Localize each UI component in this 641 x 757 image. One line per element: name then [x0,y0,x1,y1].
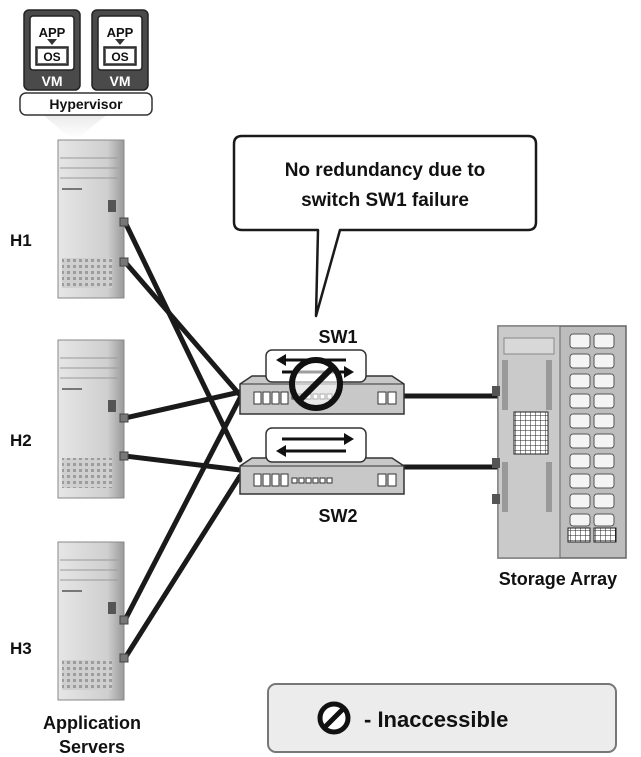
hypervisor-label: Hypervisor [49,96,123,112]
arrows-icon [282,437,346,453]
servers-caption-line2: Servers [59,737,125,757]
arrow-down-icon [115,39,125,45]
disk-drives [569,333,615,527]
vm-1: APP OS VM [23,9,81,91]
prohibited-icon [289,357,343,411]
switch-sw1 [239,349,405,415]
switch-sw2-top [265,427,367,463]
cables [122,219,503,661]
cable-h2-sw2 [122,453,243,473]
cable-h2-sw1 [122,389,243,421]
vm1-os-label: OS [43,50,60,64]
vm-stack: APP OS VM APP OS VM Hypervisor [19,9,153,138]
vm2-os-label: OS [111,50,128,64]
storage-controller-grid [513,411,549,455]
server-h3 [57,541,129,701]
vm-2: APP OS VM [91,9,149,91]
prohibited-icon [317,701,351,735]
switch-sw2 [239,427,405,495]
callout-line1: No redundancy due to [285,160,486,181]
callout-line2: switch SW1 failure [301,190,469,211]
cable-h1-sw1 [122,259,243,398]
hypervisor-beam [40,112,110,138]
callout-bubble: No redundancy due to switch SW1 failure [232,134,538,318]
switch-label-sw2: SW2 [318,506,357,526]
hypervisor-bar [19,92,153,116]
host-label-h3: H3 [10,639,32,658]
cable-h3-sw1 [122,395,243,623]
storage-label: Storage Array [499,569,617,589]
storage-array [492,325,627,559]
vm1-app-label: APP [39,25,66,40]
vm1-vm-label: VM [42,73,63,89]
legend-box: - Inaccessible [267,683,617,753]
cable-h1-sw2 [122,219,243,463]
host-label-h1: H1 [10,231,32,250]
servers-caption-line1: Application [43,713,141,733]
vm2-vm-label: VM [110,73,131,89]
host-label-h2: H2 [10,431,32,450]
cable-h3-sw2 [122,473,243,661]
switch-sw2-ports [253,473,397,487]
switch-label-sw1: SW1 [318,327,357,347]
server-h1 [57,139,129,299]
legend-text: - Inaccessible [364,707,508,732]
vm2-app-label: APP [107,25,134,40]
arrow-down-icon [47,39,57,45]
server-h2 [57,339,129,499]
